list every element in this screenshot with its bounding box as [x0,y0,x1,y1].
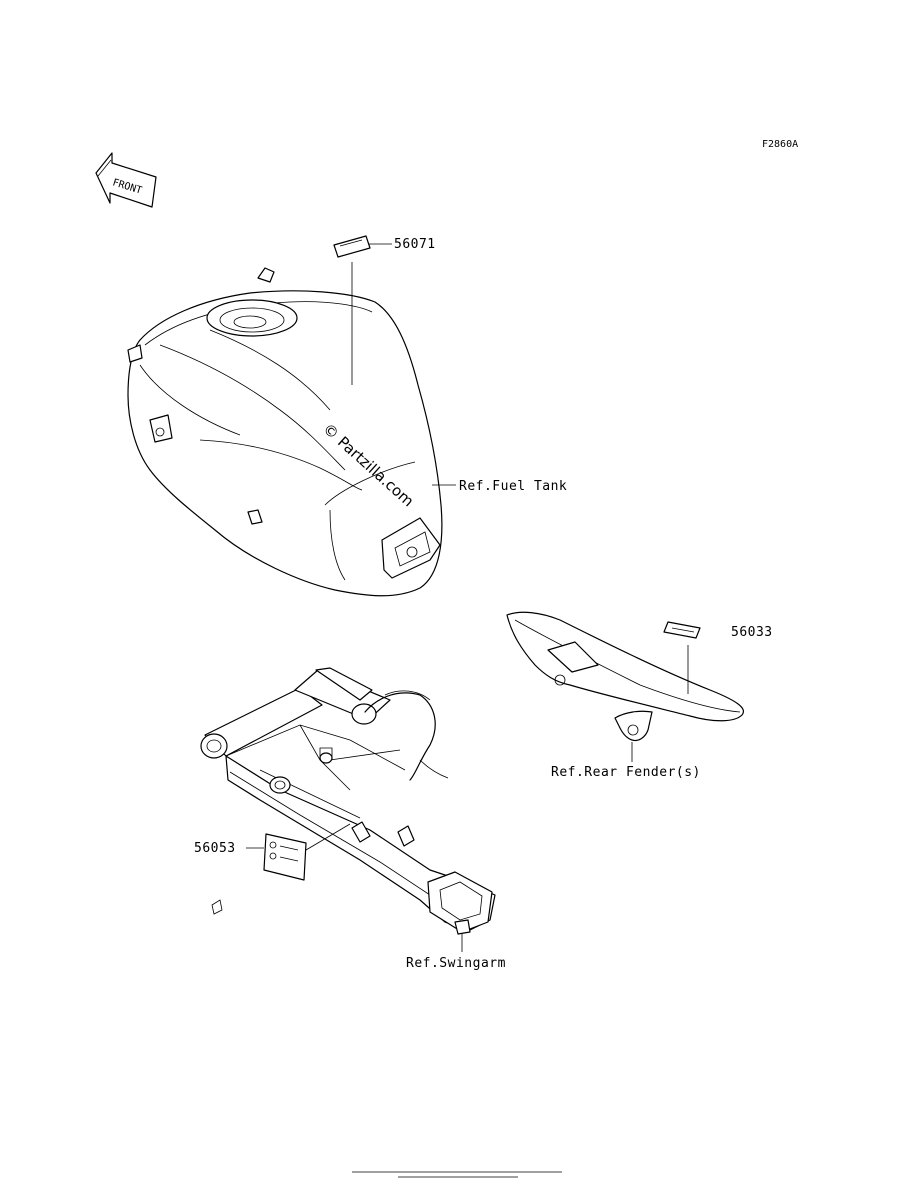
front-arrow-icon: FRONT [95,152,157,208]
copyright-footer [352,1171,562,1178]
label-56071: 56071 [394,237,436,252]
rear-fender-cover [506,611,744,742]
ref-fuel-tank: Ref.Fuel Tank [459,479,567,494]
label-56033: 56033 [731,625,773,640]
ref-rear-fender: Ref.Rear Fender(s) [551,765,701,780]
fuel-tank [127,235,443,597]
ref-swingarm: Ref.Swingarm [406,956,506,971]
swingarm [200,667,496,935]
figure-code: F2860A [762,139,798,150]
label-56053: 56053 [194,841,236,856]
